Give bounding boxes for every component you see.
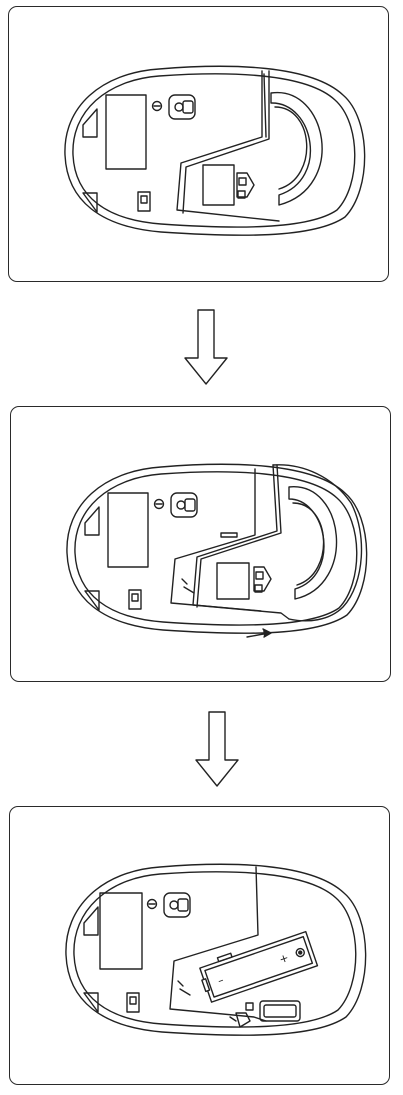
cover-latch-window	[203, 165, 234, 205]
battery: – +	[197, 928, 318, 1003]
lens-housing	[171, 493, 197, 517]
mouse-sliding-illustration	[11, 407, 392, 683]
sensor-window	[100, 893, 142, 969]
battery-cover-sliding	[193, 465, 289, 619]
mouse-open-illustration: – +	[10, 807, 391, 1086]
power-switch	[127, 993, 139, 1012]
step-1-panel	[8, 6, 389, 282]
power-switch	[129, 590, 141, 609]
battery-plus-sign: +	[277, 951, 290, 966]
sensor-window	[108, 493, 148, 567]
power-switch	[138, 192, 150, 211]
mouse-body-outline	[66, 864, 366, 1035]
dongle-slot	[260, 1001, 300, 1021]
down-arrow-icon	[182, 308, 230, 386]
mouse-body-inner-outline	[73, 74, 355, 227]
mouse-closed-illustration	[9, 7, 390, 283]
battery-minus-sign: –	[216, 973, 225, 987]
cover-latch-window	[217, 563, 249, 599]
mouse-body-outline	[67, 464, 367, 633]
battery-cover	[177, 71, 279, 221]
key-icon	[182, 579, 194, 593]
wheel-recess-outer	[271, 93, 322, 205]
down-arrow-icon	[193, 710, 241, 788]
step-3-panel: – +	[9, 806, 390, 1085]
mouse-body-outline	[65, 66, 365, 235]
sensor-window	[106, 95, 146, 169]
battery-compartment	[170, 867, 266, 1021]
step-2-panel	[10, 406, 391, 682]
lens-housing	[169, 95, 195, 119]
key-icon	[178, 981, 190, 995]
lens-housing	[164, 893, 190, 917]
